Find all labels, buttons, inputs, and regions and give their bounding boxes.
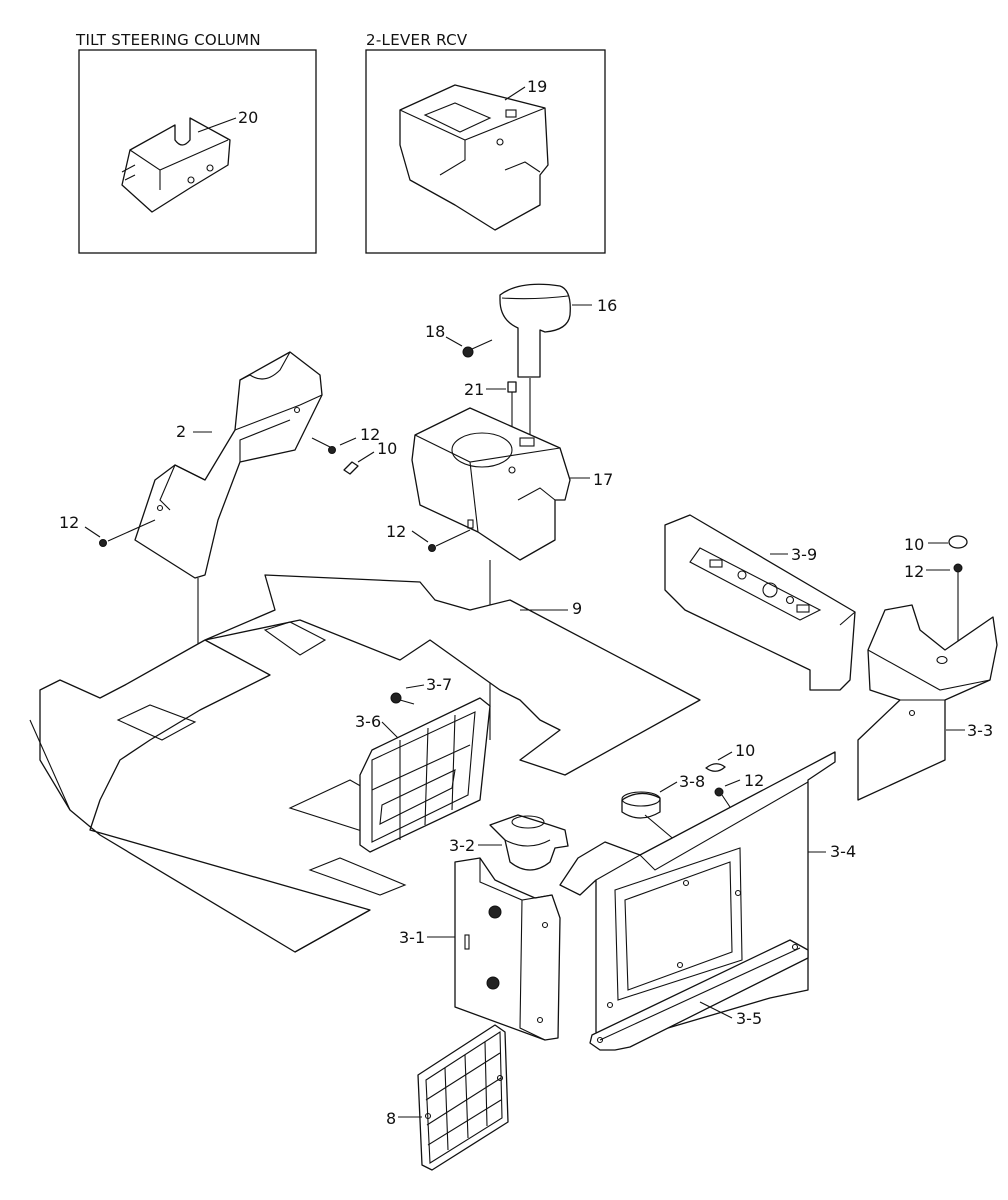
callout-20: 20 [238,108,258,127]
part-16-lever-knob [499,283,571,378]
callout-16: 16 [597,296,617,315]
screw-18 [462,339,493,358]
bolt-12-c [428,529,471,552]
inset-frame [365,49,606,254]
callout-8: 8 [386,1109,396,1128]
part-3-1-mount-plate [454,857,561,1041]
callout-12-b: 12 [59,513,79,532]
callout-3-5: 3-5 [736,1009,762,1028]
part-9-floor-mat [29,574,701,953]
inset-title-2-lever-rcv: 2-LEVER RCV [366,31,468,49]
bolt-21 [507,381,517,410]
callout-3-9: 3-9 [791,545,817,564]
callout-3-7: 3-7 [426,675,452,694]
callout-10-a: 10 [377,439,397,458]
bolt-12-a [311,437,336,454]
part-17-console [411,407,571,561]
bolt-12-e [714,787,733,811]
part-8-vent-grille [417,1024,509,1171]
callout-12-e: 12 [744,771,764,790]
callout-19: 19 [527,77,547,96]
part-3-5-rail [589,939,809,1051]
callout-10-b: 10 [904,535,924,554]
part-3-3-side-bracket [857,604,998,801]
inset-frame [78,49,317,254]
part-2-column-cover [134,351,323,579]
clip-10-c [705,763,726,772]
callout-21: 21 [464,380,484,399]
cap-10-b [948,535,968,549]
bolt-12-b [99,519,156,547]
callout-18: 18 [425,322,445,341]
callout-3-3: 3-3 [967,721,993,740]
bolt-12-d [953,563,963,645]
callout-10-c: 10 [735,741,755,760]
callout-12-c: 12 [386,522,406,541]
callout-3-1: 3-1 [399,928,425,947]
callout-2: 2 [176,422,186,441]
screw-3-7 [390,692,415,705]
inset-title-tilt-steering-column: TILT STEERING COLUMN [75,31,261,49]
callout-12-a: 12 [360,425,380,444]
part-20-cover [121,117,231,213]
inset-2-lever-rcv: 2-LEVER RCV 19 [365,31,606,254]
callout-3-4: 3-4 [830,842,856,861]
clip-10-a [343,461,359,475]
part-3-2-cup-holder [489,814,569,871]
callout-17: 17 [593,470,613,489]
callout-3-2: 3-2 [449,836,475,855]
part-19-console-cover [399,84,549,231]
part-3-6-grille [359,697,491,853]
callout-3-8: 3-8 [679,772,705,791]
part-3-9-rear-panel [664,514,856,691]
callout-12-d: 12 [904,562,924,581]
callout-3-6: 3-6 [355,712,381,731]
part-3-8-plug [621,791,661,819]
inset-tilt-steering-column: TILT STEERING COLUMN 20 [75,31,317,254]
callout-9: 9 [572,599,582,618]
